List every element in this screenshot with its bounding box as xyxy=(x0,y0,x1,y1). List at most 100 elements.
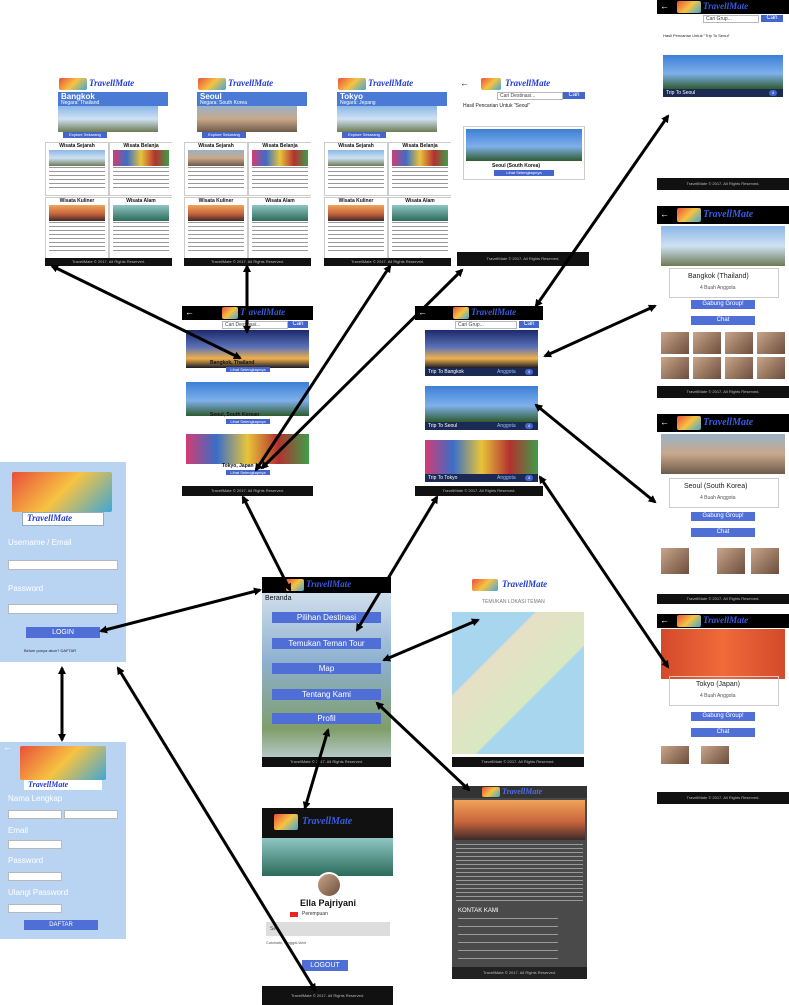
group1-header: ← TravellMate xyxy=(657,414,789,432)
dsr-footer: TravellMate © 2017. All Rights Reserved. xyxy=(457,252,589,266)
detail-section-title: Wisata Kuliner xyxy=(198,198,234,204)
tourlist-item-bar-1[interactable]: Trip To Seoul Anggota 4 xyxy=(425,422,538,430)
detail-section-3[interactable]: Wisata Alam xyxy=(109,197,172,259)
dsr-result-card[interactable]: Seoul (South Korea) Lihat Selengkapnya xyxy=(463,126,585,180)
group0-logo-icon xyxy=(677,208,701,222)
profile-search-field[interactable]: Se... xyxy=(266,922,390,936)
map-view[interactable] xyxy=(452,612,584,754)
detail-explore-button[interactable]: Explore Sekarang xyxy=(342,132,386,138)
group0-member-photo-1[interactable] xyxy=(693,332,721,354)
menu-button-profil[interactable]: Profil xyxy=(272,713,381,724)
profile-footer: TravellMate © 2017. All Rights Reserved. xyxy=(262,986,393,1005)
login-button[interactable]: LOGIN xyxy=(26,627,100,638)
tsr-item-image[interactable] xyxy=(663,55,783,89)
group1-join-button[interactable]: Gabung Group! xyxy=(691,512,755,521)
tourlist-item-image-1[interactable] xyxy=(425,386,538,422)
tourlist-item-bar-2[interactable]: Trip To Tokyo Anggota 4 xyxy=(425,474,538,482)
tsr-search-button[interactable]: Cari xyxy=(761,15,783,22)
avatar[interactable] xyxy=(316,872,342,898)
group0-chat-button[interactable]: Chat xyxy=(691,316,755,325)
username-input[interactable] xyxy=(8,560,118,570)
destlist-card-button-2[interactable]: Lihat Selengkapnya xyxy=(226,470,270,475)
register-submit-button[interactable]: DAFTAR xyxy=(24,920,98,930)
group0-member-photo-7[interactable] xyxy=(757,357,785,379)
detail-section-2[interactable]: Wisata Kuliner xyxy=(45,197,109,259)
group2-footer: TravellMate © 2017. All Rights Reserved. xyxy=(657,792,789,804)
dsr-search-input[interactable]: Cari Destinasi... xyxy=(497,92,563,100)
tourlist-search-input[interactable]: Cari Grup... xyxy=(455,321,517,329)
logout-button[interactable]: LOGOUT xyxy=(302,960,348,971)
email-field[interactable] xyxy=(8,840,62,849)
arrow-left-icon[interactable]: ← xyxy=(660,1,669,11)
tourlist-search-button[interactable]: Cari xyxy=(519,321,539,328)
tsr-search-input[interactable]: Cari Grup... xyxy=(703,15,759,23)
detail-section-0[interactable]: Wisata Sejarah xyxy=(184,142,248,196)
dsr-card-button[interactable]: Lihat Selengkapnya xyxy=(494,170,554,176)
arrow-left-icon[interactable]: ← xyxy=(460,78,469,88)
menu-button-destinasi[interactable]: Pilihan Destinasi xyxy=(272,612,381,623)
tsr-item-bar[interactable]: Trip To Seoul 4 xyxy=(663,89,783,97)
menu-button-map[interactable]: Map xyxy=(272,663,381,674)
destlist-card-button-0[interactable]: Lihat Selengkapnya xyxy=(226,367,270,372)
group0-image xyxy=(661,226,785,266)
menu-greeting: Beranda xyxy=(265,595,292,602)
group0-member-photo-4[interactable] xyxy=(661,357,689,379)
group2-chat-button[interactable]: Chat xyxy=(691,728,755,737)
tourlist-item-image-0[interactable] xyxy=(425,330,538,368)
about-brand: TravellMate xyxy=(502,787,543,796)
detail-section-3[interactable]: Wisata Alam xyxy=(388,197,451,259)
destlist-search-input[interactable]: Cari Destinasi... xyxy=(222,321,288,329)
arrow-left-icon[interactable]: ← xyxy=(418,307,427,317)
arrow-left-icon[interactable]: ← xyxy=(660,209,669,219)
group2-join-button[interactable]: Gabung Group! xyxy=(691,712,755,721)
first-name-input[interactable] xyxy=(8,810,62,819)
menu-button-teman-tour[interactable]: Temukan Teman Tour xyxy=(272,638,381,649)
dsr-search-button[interactable]: Cari xyxy=(563,92,585,99)
destlist-card-button-1[interactable]: Lihat Selengkapnya xyxy=(226,419,270,424)
arrow-left-icon[interactable]: ← xyxy=(660,417,669,427)
group0-member-photo-2[interactable] xyxy=(725,332,753,354)
detail-section-3[interactable]: Wisata Alam xyxy=(248,197,311,259)
group1-logo-icon xyxy=(677,416,701,430)
detail-city: Tokyo xyxy=(340,92,363,101)
menu-button-tentang-kami[interactable]: Tentang Kami xyxy=(272,689,381,700)
group0-join-button[interactable]: Gabung Group! xyxy=(691,300,755,309)
destlist-search-button[interactable]: Cari xyxy=(288,321,308,328)
detail-section-1[interactable]: Wisata Belanja xyxy=(248,142,311,196)
profile-logo-icon xyxy=(274,814,298,830)
group2-member-photo-0[interactable] xyxy=(661,746,689,764)
group1-chat-button[interactable]: Chat xyxy=(691,528,755,537)
detail-explore-button[interactable]: Explore Sekarang xyxy=(63,132,107,138)
group0-member-photo-0[interactable] xyxy=(661,332,689,354)
detail-section-2[interactable]: Wisata Kuliner xyxy=(184,197,248,259)
tourlist-item-image-2[interactable] xyxy=(425,440,538,474)
last-name-input[interactable] xyxy=(64,810,118,819)
group1-member-photo-0[interactable] xyxy=(661,548,689,574)
group0-member-photo-3[interactable] xyxy=(757,332,785,354)
tourlist-item-bar-0[interactable]: Trip To Bangkok Anggota 4 xyxy=(425,368,538,376)
confirm-password-input[interactable] xyxy=(8,904,62,913)
group0-member-photo-5[interactable] xyxy=(693,357,721,379)
group1-image xyxy=(661,434,785,474)
group1-member-photo-1[interactable] xyxy=(717,548,745,574)
tourlist-item-title-0: Trip To Bangkok xyxy=(428,369,464,375)
destlist-card-image-2[interactable] xyxy=(186,434,309,464)
profile-cover-image xyxy=(262,838,393,876)
password-input[interactable] xyxy=(8,604,118,614)
register-password-input[interactable] xyxy=(8,872,62,881)
register-link[interactable]: Belum punya akun? DAFTAR xyxy=(24,648,77,653)
group1-member-photo-2[interactable] xyxy=(751,548,779,574)
arrow-left-icon[interactable]: ← xyxy=(660,615,669,625)
detail-section-1[interactable]: Wisata Belanja xyxy=(388,142,451,196)
detail-section-0[interactable]: Wisata Sejarah xyxy=(45,142,109,196)
group2-member-photo-1[interactable] xyxy=(701,746,729,764)
destlist-card-title-0: Bangkok, Thailand xyxy=(210,360,255,366)
arrow-left-icon[interactable]: ← xyxy=(3,742,12,752)
destlist-card-image-1[interactable] xyxy=(186,382,309,416)
detail-section-2[interactable]: Wisata Kuliner xyxy=(324,197,388,259)
detail-section-0[interactable]: Wisata Sejarah xyxy=(324,142,388,196)
detail-explore-button[interactable]: Explore Sekarang xyxy=(202,132,246,138)
detail-section-1[interactable]: Wisata Belanja xyxy=(109,142,172,196)
group0-member-photo-6[interactable] xyxy=(725,357,753,379)
arrow-left-icon[interactable]: ← xyxy=(185,307,194,317)
